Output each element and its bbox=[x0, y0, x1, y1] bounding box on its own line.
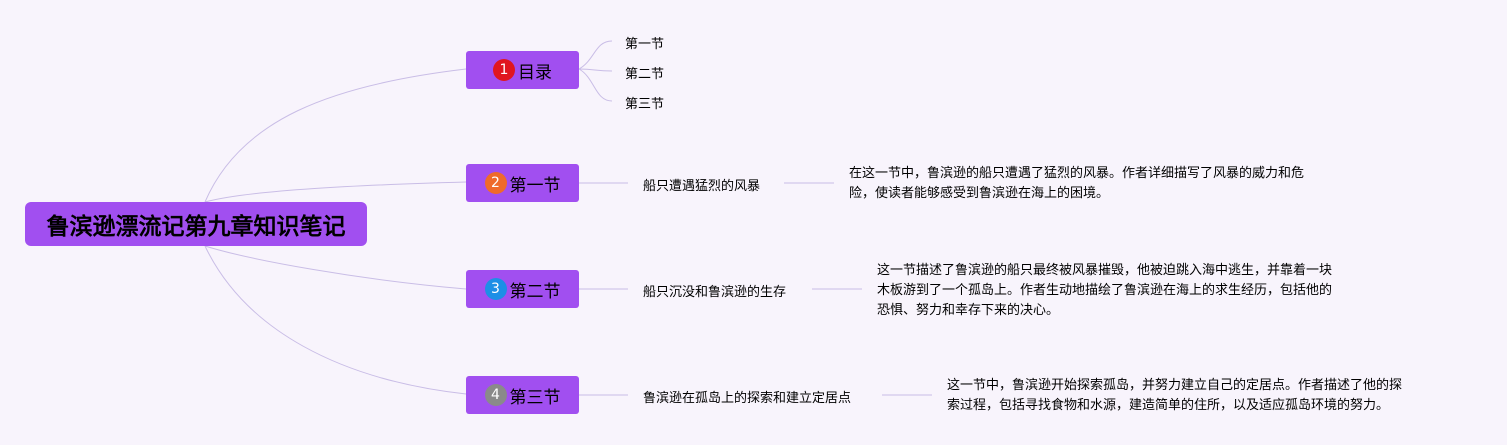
detail-line: 恐惧、努力和幸存下来的决心。 bbox=[877, 303, 1060, 318]
edge-root-branch-2 bbox=[204, 181, 467, 203]
edge-root-branch-4 bbox=[204, 245, 467, 395]
number-badge-icon: 1 bbox=[493, 59, 515, 81]
edge-toc-3 bbox=[578, 68, 613, 102]
branch-label: 第三节 bbox=[509, 387, 561, 408]
branch-node-section-1[interactable]: 2 第一节 bbox=[466, 164, 579, 202]
edge-root-branch-1 bbox=[204, 68, 467, 203]
number-badge-icon: 2 bbox=[484, 172, 507, 194]
branch-node-section-2[interactable]: 3 第二节 bbox=[466, 270, 579, 308]
detail-line: 这一节中，鲁滨逊开始探索孤岛，并努力建立自己的定居点。作者描述了他的探 bbox=[947, 378, 1403, 393]
detail-node-section-1[interactable]: 在这一节中，鲁滨逊的船只遭遇了猛烈的风暴。作者详细描写了风暴的威力和危 险，使读… bbox=[849, 164, 1349, 204]
toc-item-1[interactable]: 第一节 bbox=[625, 37, 665, 52]
number-badge-icon: 4 bbox=[484, 384, 507, 406]
edge-toc-2 bbox=[578, 68, 613, 72]
detail-line: 木板游到了一个孤岛上。作者生动地描绘了鲁滨逊在海上的求生经历，包括他的 bbox=[877, 283, 1333, 298]
detail-node-section-3[interactable]: 这一节中，鲁滨逊开始探索孤岛，并努力建立自己的定居点。作者描述了他的探 索过程，… bbox=[947, 376, 1447, 416]
number-badge-icon: 3 bbox=[484, 278, 507, 300]
detail-line: 在这一节中，鲁滨逊的船只遭遇了猛烈的风暴。作者详细描写了风暴的威力和危 bbox=[849, 166, 1305, 181]
detail-node-section-2[interactable]: 这一节描述了鲁滨逊的船只最终被风暴摧毁，他被迫跳入海中逃生，并靠着一块 木板游到… bbox=[877, 261, 1377, 321]
branch-label: 第一节 bbox=[509, 175, 561, 196]
branch-label: 目录 bbox=[518, 62, 552, 83]
toc-item-2[interactable]: 第二节 bbox=[625, 67, 665, 82]
topic-node-section-2[interactable]: 船只沉没和鲁滨逊的生存 bbox=[643, 285, 787, 300]
topic-node-section-1[interactable]: 船只遭遇猛烈的风暴 bbox=[643, 179, 761, 194]
detail-line: 险，使读者能够感受到鲁滨逊在海上的困境。 bbox=[849, 186, 1110, 201]
detail-line: 索过程，包括寻找食物和水源，建造简单的住所，以及适应孤岛环境的努力。 bbox=[947, 398, 1390, 413]
branch-label: 第二节 bbox=[509, 281, 561, 302]
branch-node-section-3[interactable]: 4 第三节 bbox=[466, 376, 579, 414]
detail-line: 这一节描述了鲁滨逊的船只最终被风暴摧毁，他被迫跳入海中逃生，并靠着一块 bbox=[877, 263, 1333, 278]
root-node[interactable]: 鲁滨逊漂流记第九章知识笔记 bbox=[25, 202, 367, 246]
topic-node-section-3[interactable]: 鲁滨逊在孤岛上的探索和建立定居点 bbox=[643, 391, 852, 406]
branch-node-toc[interactable]: 1 目录 bbox=[466, 51, 579, 89]
edge-toc-1 bbox=[578, 40, 613, 70]
toc-item-3[interactable]: 第三节 bbox=[625, 97, 665, 112]
edge-root-branch-3 bbox=[204, 245, 467, 290]
root-title: 鲁滨逊漂流记第九章知识笔记 bbox=[46, 214, 346, 240]
